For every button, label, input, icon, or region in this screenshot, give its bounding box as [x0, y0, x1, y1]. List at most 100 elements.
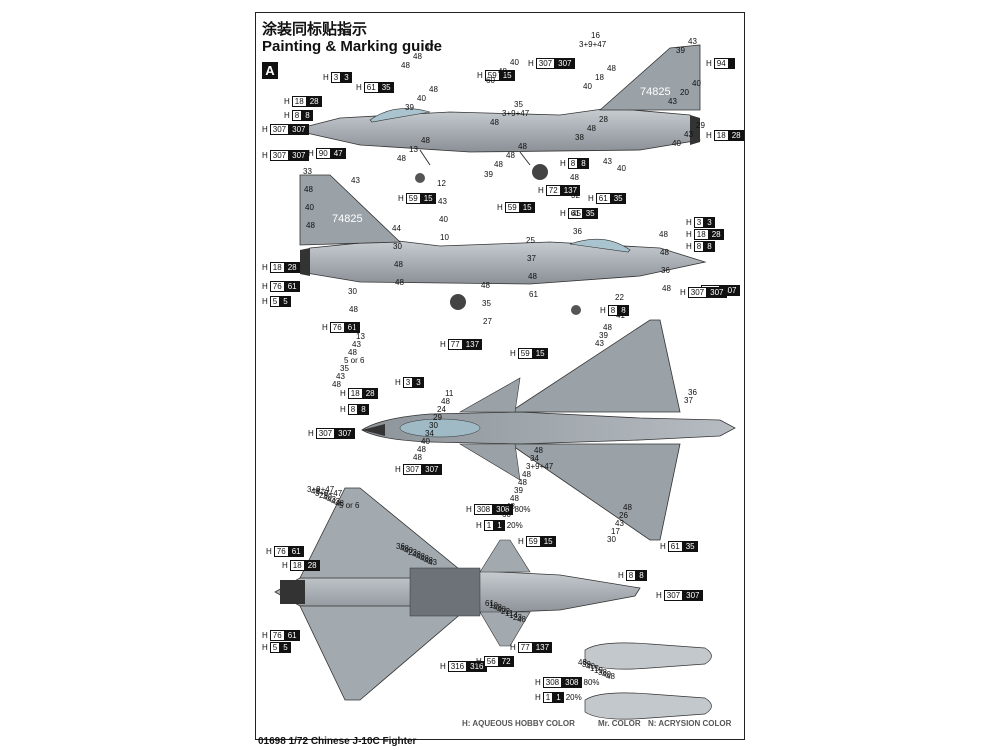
- paint-number: 40: [417, 94, 426, 103]
- color-code-primary: 61: [667, 541, 683, 552]
- color-code-prefix: H: [322, 323, 328, 332]
- color-code-primary: 59: [504, 202, 520, 213]
- paint-number: 48: [397, 154, 406, 163]
- paint-number: 29: [433, 413, 442, 422]
- paint-number: 40: [617, 164, 626, 173]
- color-code-prefix: H: [680, 288, 686, 297]
- color-code-prefix: H: [510, 643, 516, 652]
- color-code-secondary: 307: [289, 124, 309, 135]
- color-code-primary: 61: [595, 193, 611, 204]
- bottom-view: [274, 487, 641, 701]
- color-code-prefix: H: [535, 678, 541, 687]
- color-code-primary: 18: [269, 262, 285, 273]
- paint-number: 48: [311, 487, 320, 496]
- paint-number: 48: [606, 672, 615, 681]
- color-code-secondary: [728, 58, 735, 69]
- color-code-primary: 59: [484, 70, 500, 81]
- paint-number: 39: [582, 660, 591, 669]
- color-code-secondary: 8: [302, 110, 313, 121]
- color-code-prefix: H: [510, 349, 516, 358]
- paint-number: 43: [352, 340, 361, 349]
- color-code-secondary: 8: [618, 305, 629, 316]
- mix-percentage: 80%: [583, 678, 600, 687]
- color-code-primary: 18: [347, 388, 363, 399]
- paint-number: 48: [607, 64, 616, 73]
- paint-number: 30: [348, 287, 357, 296]
- color-code-primary: 5: [269, 296, 281, 307]
- color-code-secondary: 137: [532, 642, 553, 653]
- paint-number: 48: [413, 52, 422, 61]
- paint-number: 48: [306, 221, 315, 230]
- paint-number: 38: [598, 668, 607, 677]
- color-code-secondary: 307: [422, 464, 442, 475]
- color-code-secondary: 8: [358, 404, 369, 415]
- color-code-secondary: 3: [413, 377, 424, 388]
- paint-number: 40: [602, 670, 611, 679]
- color-code-secondary: 137: [462, 339, 483, 350]
- paint-number: 48: [518, 478, 527, 487]
- paint-number: 47: [425, 43, 434, 52]
- paint-number: 19: [594, 666, 603, 675]
- color-code-primary: 307: [315, 428, 336, 439]
- color-code-prefix: H: [538, 186, 544, 195]
- paint-number: 30: [607, 535, 616, 544]
- color-code-secondary: 61: [284, 281, 300, 292]
- paint-number: 48: [498, 67, 507, 76]
- color-code-primary: 72: [545, 185, 561, 196]
- paint-number: 3+9+47: [502, 109, 530, 118]
- color-code-prefix: H: [528, 59, 534, 68]
- color-code-primary: 18: [713, 130, 729, 141]
- color-code-primary: 56: [483, 656, 499, 667]
- paint-number: 40: [510, 58, 519, 67]
- drop-tanks: [584, 642, 712, 720]
- color-code-prefix: H: [262, 297, 268, 306]
- paint-number: 43: [603, 157, 612, 166]
- paint-number: 3+9+47: [579, 40, 607, 49]
- paint-number: 48: [335, 499, 344, 508]
- paint-number: 48: [662, 284, 671, 293]
- title-chinese: 涂装同标贴指示: [262, 20, 368, 38]
- paint-number: 30: [393, 242, 402, 251]
- color-code-primary: 76: [269, 630, 285, 641]
- color-code-prefix: H: [686, 242, 692, 251]
- color-code-primary: 307: [535, 58, 556, 69]
- color-code-secondary: 47: [330, 148, 346, 159]
- color-code-secondary: 35: [378, 82, 394, 93]
- color-code-primary: 8: [607, 305, 619, 316]
- paint-number: 48: [395, 278, 404, 287]
- paint-number: 11: [505, 609, 514, 618]
- paint-number: 48: [660, 248, 669, 257]
- color-code-secondary: 15: [540, 536, 556, 547]
- paint-number: 43: [668, 97, 677, 106]
- paint-number: 61: [485, 599, 494, 608]
- paint-number: 48: [424, 556, 433, 565]
- paint-number: 48: [534, 446, 543, 455]
- paint-number: 37: [684, 396, 693, 405]
- paint-number: 48: [481, 281, 490, 290]
- color-code-prefix: H: [262, 282, 268, 291]
- paint-number: 30: [429, 421, 438, 430]
- color-code-primary: 8: [291, 110, 303, 121]
- paint-number: 40: [497, 605, 506, 614]
- paint-number: 20: [680, 88, 689, 97]
- color-code-primary: 1: [542, 692, 554, 703]
- color-code-secondary: 3: [704, 217, 715, 228]
- color-code-primary: 8: [693, 241, 705, 252]
- color-code-secondary: 35: [582, 208, 598, 219]
- color-code-prefix: H: [686, 230, 692, 239]
- color-code-prefix: H: [706, 131, 712, 140]
